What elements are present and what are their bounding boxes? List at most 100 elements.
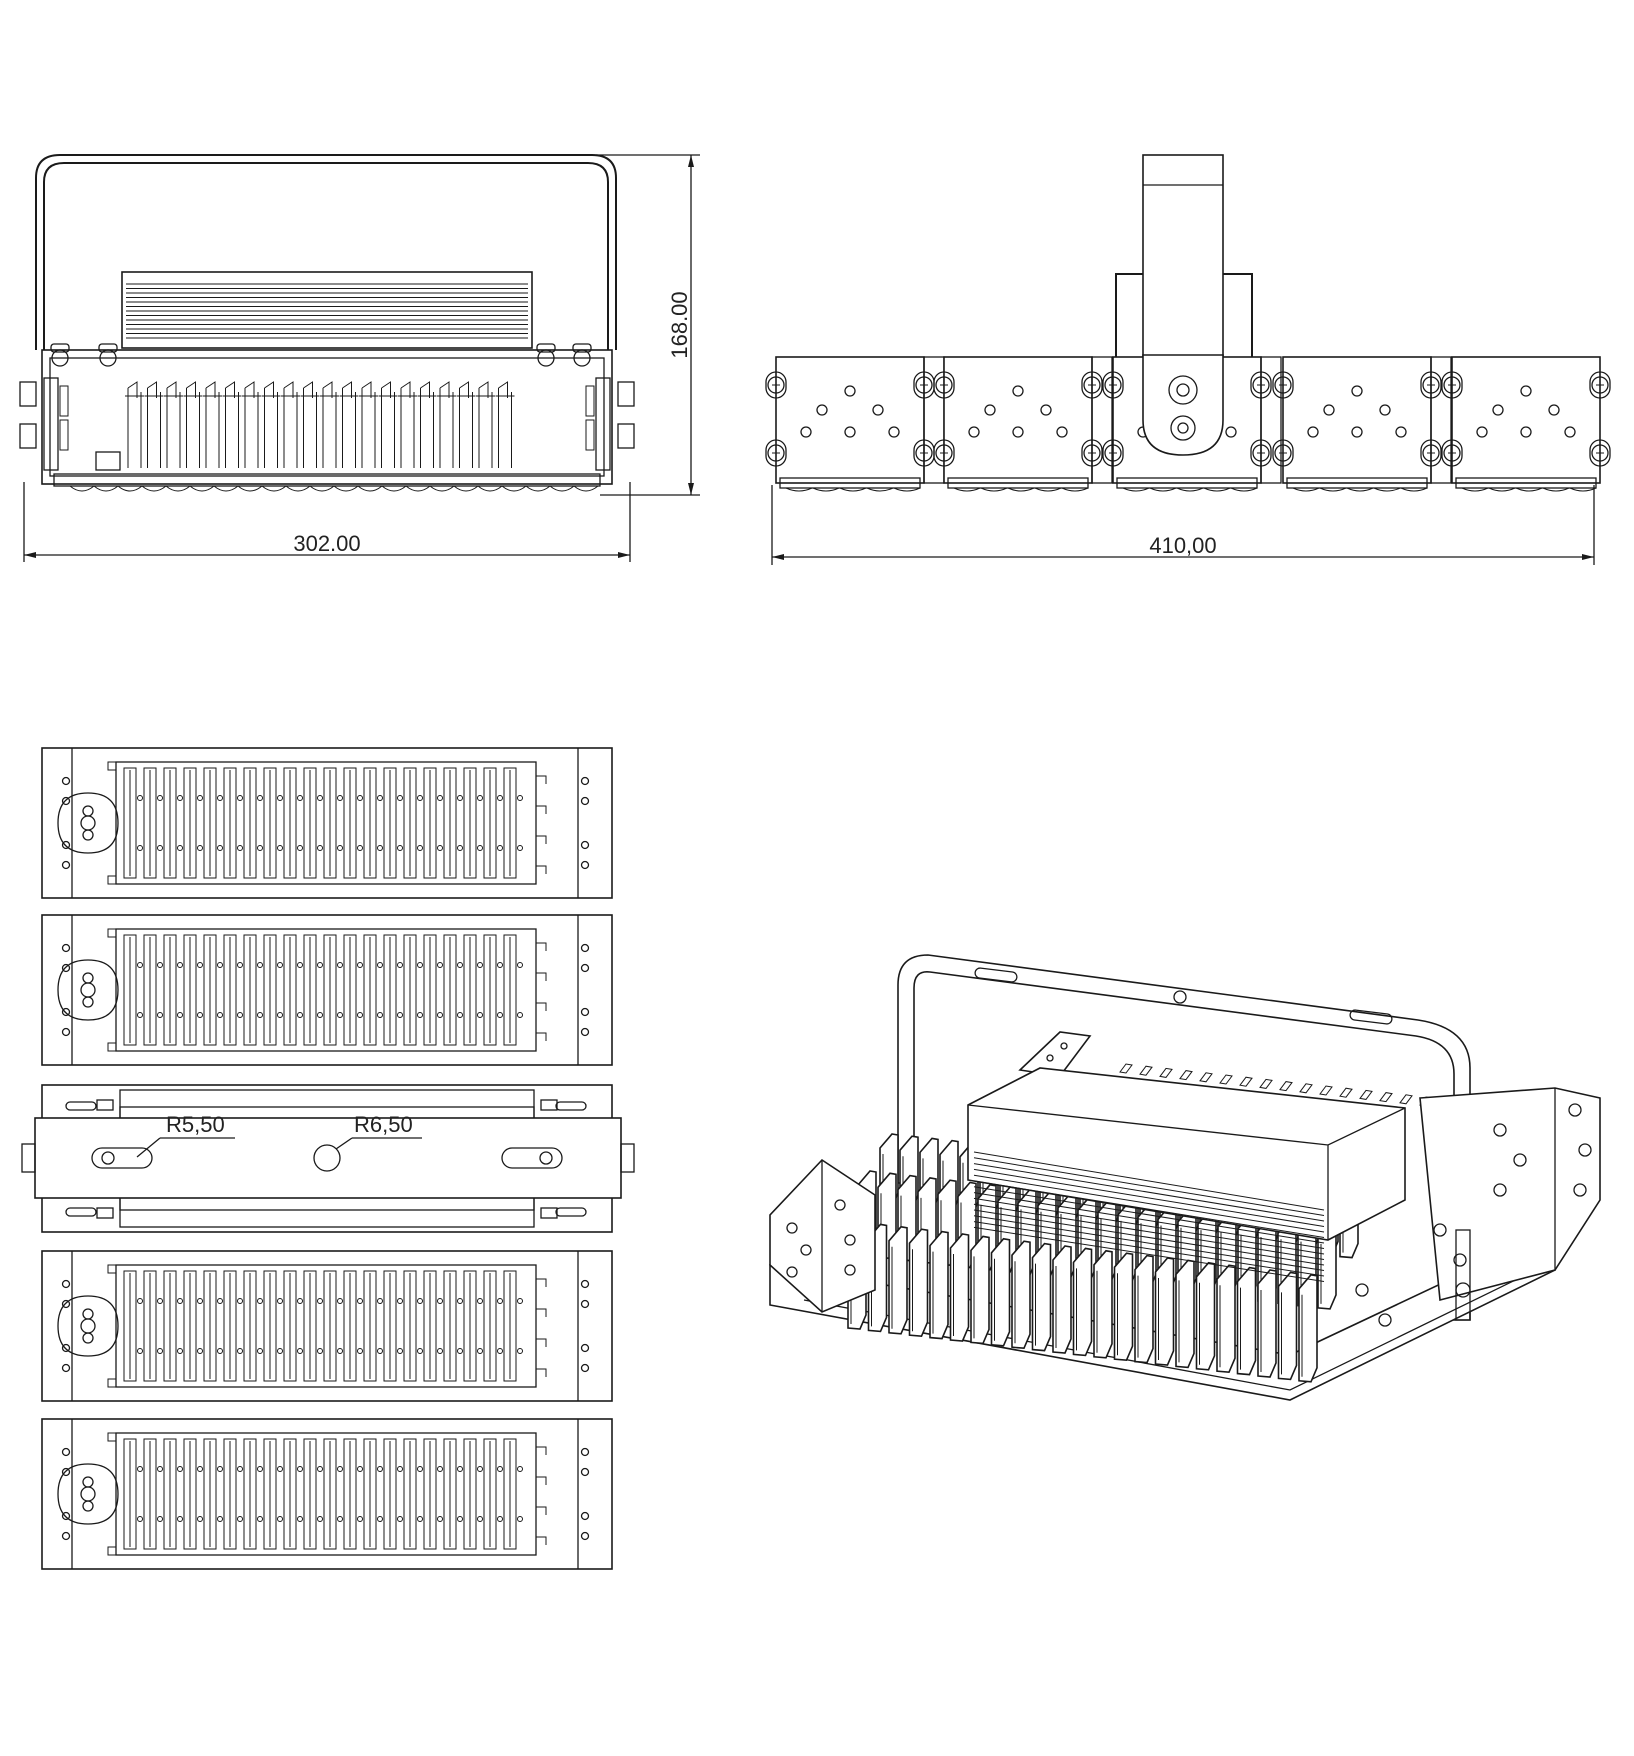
fin-dot [397,845,403,851]
back-fin [1379,1092,1393,1103]
lens-bump [405,485,431,492]
driver-fin-line [973,1203,1325,1260]
driver-fin-line [973,1197,1325,1255]
lens-bump [261,485,287,492]
lens-bump [1203,487,1231,492]
fin [361,381,376,468]
bolt-washer [537,349,555,367]
led-module [41,1418,613,1570]
bolt-heads [50,343,592,367]
fin-dot [197,1012,203,1018]
fin-dot [377,1348,383,1354]
side-tab [536,1278,547,1287]
screw-cross [1448,381,1456,389]
fin-dot [257,1516,263,1522]
lens-bump [357,485,383,492]
fin [163,767,177,879]
fin-dot [337,1348,343,1354]
side-tab [536,865,547,874]
fin [420,381,434,468]
lens-bump [1346,487,1374,492]
fin-dot [397,1298,403,1304]
fin [223,767,237,879]
fin-dot [517,1298,523,1304]
mount-hole [61,1363,71,1373]
iso-hole [1573,1183,1587,1197]
fin [183,1438,197,1550]
fin-dot [297,1012,303,1018]
fin-dot [177,795,183,801]
fin [123,934,137,1046]
top-view: R5,50 R6,50 [21,747,635,1570]
iso-hole [1493,1183,1507,1197]
module-base [1286,477,1428,489]
fin [203,767,217,879]
fin-dot [377,795,383,801]
dimension-depth: 410,00 [771,485,1595,565]
fin-dot [317,1516,323,1522]
driver-fin-line [973,1215,1325,1271]
screw-cross [940,449,948,457]
fin-dot [137,1012,143,1018]
fin-dot [377,1012,383,1018]
fin-dot [257,1298,263,1304]
fin-dot [357,845,363,851]
driver-fin-line [973,1192,1325,1249]
fin-dot [137,1516,143,1522]
fin [503,1438,517,1550]
mount-hole [580,943,590,953]
iso-driver [967,1067,1406,1241]
lens-bump [1373,487,1401,492]
fin-dot [277,962,283,968]
center-hole [313,1144,341,1172]
fin [143,934,157,1046]
screw-icon [1104,376,1122,394]
bolt-head [572,343,592,353]
lens-bump [93,485,119,492]
lens-bump [189,485,215,492]
fin-dot [137,1466,143,1472]
side-module [943,356,1093,484]
fin [123,1270,137,1382]
fin [463,1438,477,1550]
fin-dot [437,962,443,968]
fin-dot [517,1012,523,1018]
fin-dot [417,795,423,801]
fin [503,767,517,879]
side-bracket [43,377,59,471]
fin-dot [317,962,323,968]
fin [400,381,415,468]
fin [503,1270,517,1382]
fin [343,934,357,1046]
fin [147,381,161,468]
lens-bump [1461,487,1489,492]
fin-dot [377,962,383,968]
lens-bump [141,485,167,492]
mount-hole [61,943,71,953]
pivot-bolt-bottom [1170,415,1196,441]
driver-fin-line [973,1221,1325,1277]
fin-dot [477,1466,483,1472]
fin [381,381,395,468]
lens-bump [1542,487,1570,492]
mounting-hole [1323,404,1335,416]
fin [463,1270,477,1382]
fin-dot [297,795,303,801]
fin-dot [397,1516,403,1522]
bracket-tab [59,385,69,417]
fin [123,767,137,879]
fin [283,934,297,1046]
mounting-hole [816,404,828,416]
iso-fin [1257,1269,1277,1378]
fin-dot [317,1012,323,1018]
fin [163,1270,177,1382]
lens-bump [785,487,813,492]
iso-hole [1513,1153,1527,1167]
fin-dot [217,795,223,801]
fin-dot [437,795,443,801]
fin [163,934,177,1046]
fin-dot [157,1298,163,1304]
side-tab [536,1506,547,1515]
fin-dot [437,1012,443,1018]
